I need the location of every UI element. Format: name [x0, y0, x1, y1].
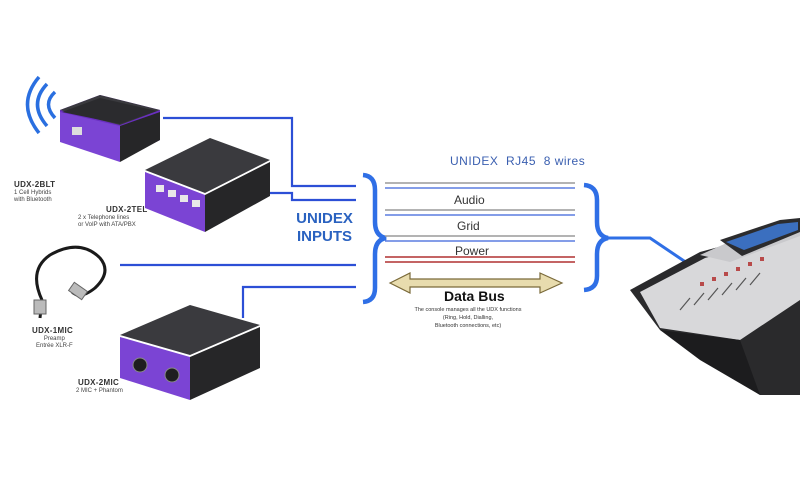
desc-line: or VoIP with ATA/PBX [78, 222, 136, 228]
link-udx-2tel [268, 191, 356, 202]
bus-brace [583, 182, 609, 293]
console-link [608, 236, 691, 267]
wire-label-power: Power [455, 244, 490, 258]
desc-line: with Bluetooth [14, 197, 52, 203]
bluetooth-wireless-icon [25, 75, 57, 135]
bus-wires [385, 182, 575, 263]
device-desc-udx-1mic: Preamp Entrée XLR-F [36, 336, 73, 350]
device-desc-udx-2blt: 1 Cell Hybrids with Bluetooth [14, 190, 52, 204]
device-name-udx-2blt: UDX-2BLT [14, 180, 56, 189]
device-udx-1mic [33, 245, 107, 319]
mixing-console-icon [630, 218, 800, 395]
rj45-ports-icon [156, 185, 200, 207]
xlr-cable-icon [33, 245, 107, 319]
device-name-udx-1mic: UDX-1MIC [32, 326, 74, 335]
link-udx-2blt [163, 116, 356, 188]
device-links [120, 116, 356, 318]
device-udx-2tel [145, 138, 270, 232]
link-udx-2mic [241, 285, 356, 318]
inputs-title-line: UNIDEX [296, 210, 353, 227]
device-udx-2mic [120, 305, 260, 400]
data-bus-note: The console manages all the UDX function… [398, 306, 538, 330]
device-desc-udx-2tel: 2 x Telephone lines or VoIP with ATA/PBX [78, 215, 136, 229]
desc-line: 1 Cell Hybrids [14, 190, 52, 196]
inputs-title: UNIDEX INPUTS [282, 210, 367, 246]
inputs-title-line: INPUTS [296, 228, 352, 245]
data-bus-note-line: (Ring, Hold, Dialling, [442, 315, 494, 321]
bus-title: UNIDEX RJ45 8 wires [450, 154, 586, 168]
data-bus-note-line: The console manages all the UDX function… [414, 307, 522, 313]
wire-label-grid: Grid [457, 219, 480, 233]
device-name-udx-2mic: UDX-2MIC [78, 378, 120, 387]
desc-line: Preamp [43, 336, 65, 342]
xlr-ports-icon [132, 357, 180, 383]
inputs-brace [362, 172, 387, 305]
device-name-udx-2tel: UDX-2TEL [106, 205, 148, 214]
desc-line: 2 MIC + Phantom [76, 388, 123, 394]
desc-line: 2 x Telephone lines [78, 215, 130, 221]
wire-label-audio: Audio [454, 193, 485, 207]
device-udx-2blt [25, 75, 160, 162]
device-desc-udx-2mic: 2 MIC + Phantom [76, 388, 123, 395]
data-bus-note-line: Bluetooth connections, etc) [434, 323, 502, 329]
data-bus-title: Data Bus [444, 288, 505, 304]
data-bus-arrow [388, 272, 564, 294]
desc-line: Entrée XLR-F [36, 343, 73, 349]
